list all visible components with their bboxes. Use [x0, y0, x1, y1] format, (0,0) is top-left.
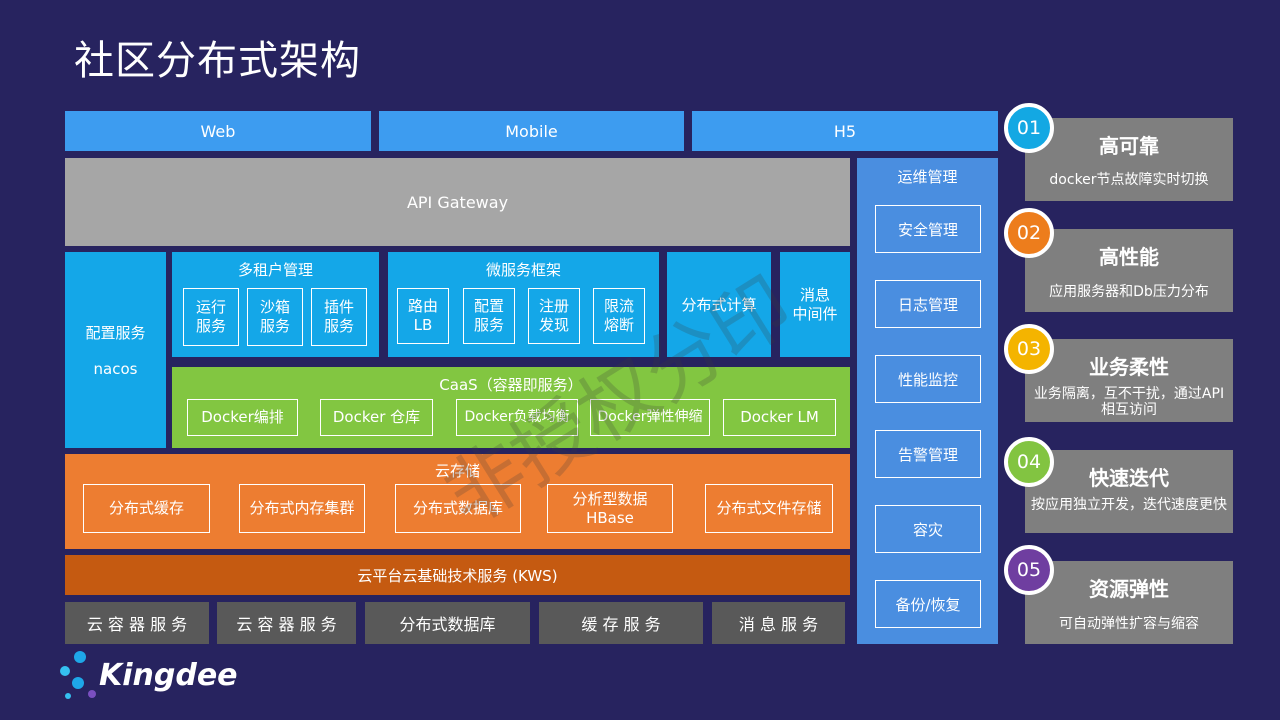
- feature-card-1: 高可靠 docker节点故障实时切换: [1025, 118, 1233, 201]
- caas-load-balancing: Docker负载均衡: [456, 399, 578, 436]
- tenant-panel: 多租户管理 运行 服务 沙箱 服务 插件 服务: [172, 252, 379, 357]
- storage-memory-cluster: 分布式内存集群: [239, 484, 365, 533]
- config-service-label: 配置服务: [85, 324, 146, 342]
- feature-desc-5: 可自动弹性扩容与缩容: [1059, 616, 1199, 632]
- micro-circuit-breaker: 限流 熔断: [593, 288, 645, 344]
- micro-registry: 注册 发现: [528, 288, 580, 344]
- tenant-sandbox-service: 沙箱 服务: [247, 288, 303, 346]
- feature-number-5: 05: [1004, 545, 1054, 595]
- feature-card-4: 快速迭代 按应用独立开发，迭代速度更快: [1025, 450, 1233, 533]
- storage-file-storage: 分布式文件存储: [705, 484, 833, 533]
- feature-title-1: 高可靠: [1099, 134, 1159, 158]
- ops-backup-restore: 备份/恢复: [875, 580, 981, 628]
- kingdee-logo-icon: [60, 651, 96, 699]
- tenant-plugin-service: 插件 服务: [311, 288, 367, 346]
- feature-number-2: 02: [1004, 208, 1054, 258]
- feature-number-3: 03: [1004, 324, 1054, 374]
- feature-title-2: 高性能: [1099, 245, 1159, 269]
- config-service: 配置服务 nacos: [65, 252, 166, 448]
- caas-registry: Docker 仓库: [320, 399, 433, 436]
- ops-disaster-recovery: 容灾: [875, 505, 981, 553]
- micro-title: 微服务框架: [485, 261, 561, 279]
- bottom-database-service: 分布式数据库: [365, 602, 530, 644]
- kingdee-logo: Kingdee: [56, 648, 238, 704]
- ops-alerts: 告警管理: [875, 430, 981, 478]
- client-mobile: Mobile: [379, 111, 684, 151]
- storage-cache: 分布式缓存: [83, 484, 210, 533]
- ops-logs: 日志管理: [875, 280, 981, 328]
- feature-number-1: 01: [1004, 103, 1054, 153]
- feature-card-5: 资源弹性 可自动弹性扩容与缩容: [1025, 561, 1233, 644]
- tenant-run-service: 运行 服务: [183, 288, 239, 346]
- bottom-message-service: 消 息 服 务: [712, 602, 845, 644]
- caas-panel: CaaS（容器即服务） Docker编排 Docker 仓库 Docker负载均…: [172, 367, 850, 448]
- micro-routing-lb: 路由 LB: [397, 288, 449, 344]
- micro-panel: 微服务框架 路由 LB 配置 服务 注册 发现 限流 熔断: [388, 252, 659, 357]
- caas-autoscaling: Docker弹性伸缩: [590, 399, 710, 436]
- message-middleware: 消息 中间件: [780, 252, 850, 357]
- feature-title-3: 业务柔性: [1089, 355, 1169, 379]
- storage-hbase: 分析型数据 HBase: [547, 484, 673, 533]
- distributed-compute: 分布式计算: [667, 252, 771, 357]
- feature-desc-4: 按应用独立开发，迭代速度更快: [1031, 497, 1227, 513]
- storage-panel: 云存储 分布式缓存 分布式内存集群 分布式数据库 分析型数据 HBase 分布式…: [65, 454, 850, 549]
- caas-lm: Docker LM: [723, 399, 836, 436]
- client-web: Web: [65, 111, 371, 151]
- storage-title: 云存储: [434, 462, 480, 480]
- client-h5: H5: [692, 111, 998, 151]
- caas-title: CaaS（容器即服务）: [439, 376, 583, 394]
- feature-desc-3: 业务隔离，互不干扰，通过API相互访问: [1033, 386, 1225, 418]
- bottom-container-service-2: 云 容 器 服 务: [217, 602, 356, 644]
- feature-card-2: 高性能 应用服务器和Db压力分布: [1025, 229, 1233, 312]
- feature-desc-1: docker节点故障实时切换: [1049, 172, 1209, 188]
- feature-desc-2: 应用服务器和Db压力分布: [1049, 284, 1209, 300]
- kingdee-logo-text: Kingdee: [99, 658, 238, 693]
- feature-title-4: 快速迭代: [1089, 466, 1169, 490]
- feature-card-3: 业务柔性 业务隔离，互不干扰，通过API相互访问: [1025, 339, 1233, 422]
- ops-panel: 运维管理 安全管理 日志管理 性能监控 告警管理 容灾 备份/恢复: [857, 158, 998, 644]
- page-title: 社区分布式架构: [74, 38, 361, 84]
- tenant-title: 多租户管理: [237, 261, 313, 279]
- config-service-nacos: nacos: [93, 360, 138, 378]
- feature-title-5: 资源弹性: [1089, 577, 1169, 601]
- api-gateway: API Gateway: [65, 158, 850, 246]
- ops-title: 运维管理: [897, 168, 958, 186]
- caas-orchestration: Docker编排: [187, 399, 298, 436]
- micro-config-service: 配置 服务: [463, 288, 515, 344]
- bottom-cache-service: 缓 存 服 务: [539, 602, 703, 644]
- ops-performance: 性能监控: [875, 355, 981, 403]
- bottom-container-service-1: 云 容 器 服 务: [65, 602, 209, 644]
- feature-number-4: 04: [1004, 437, 1054, 487]
- kws-bar: 云平台云基础技术服务 (KWS): [65, 555, 850, 595]
- storage-database: 分布式数据库: [395, 484, 521, 533]
- ops-security: 安全管理: [875, 205, 981, 253]
